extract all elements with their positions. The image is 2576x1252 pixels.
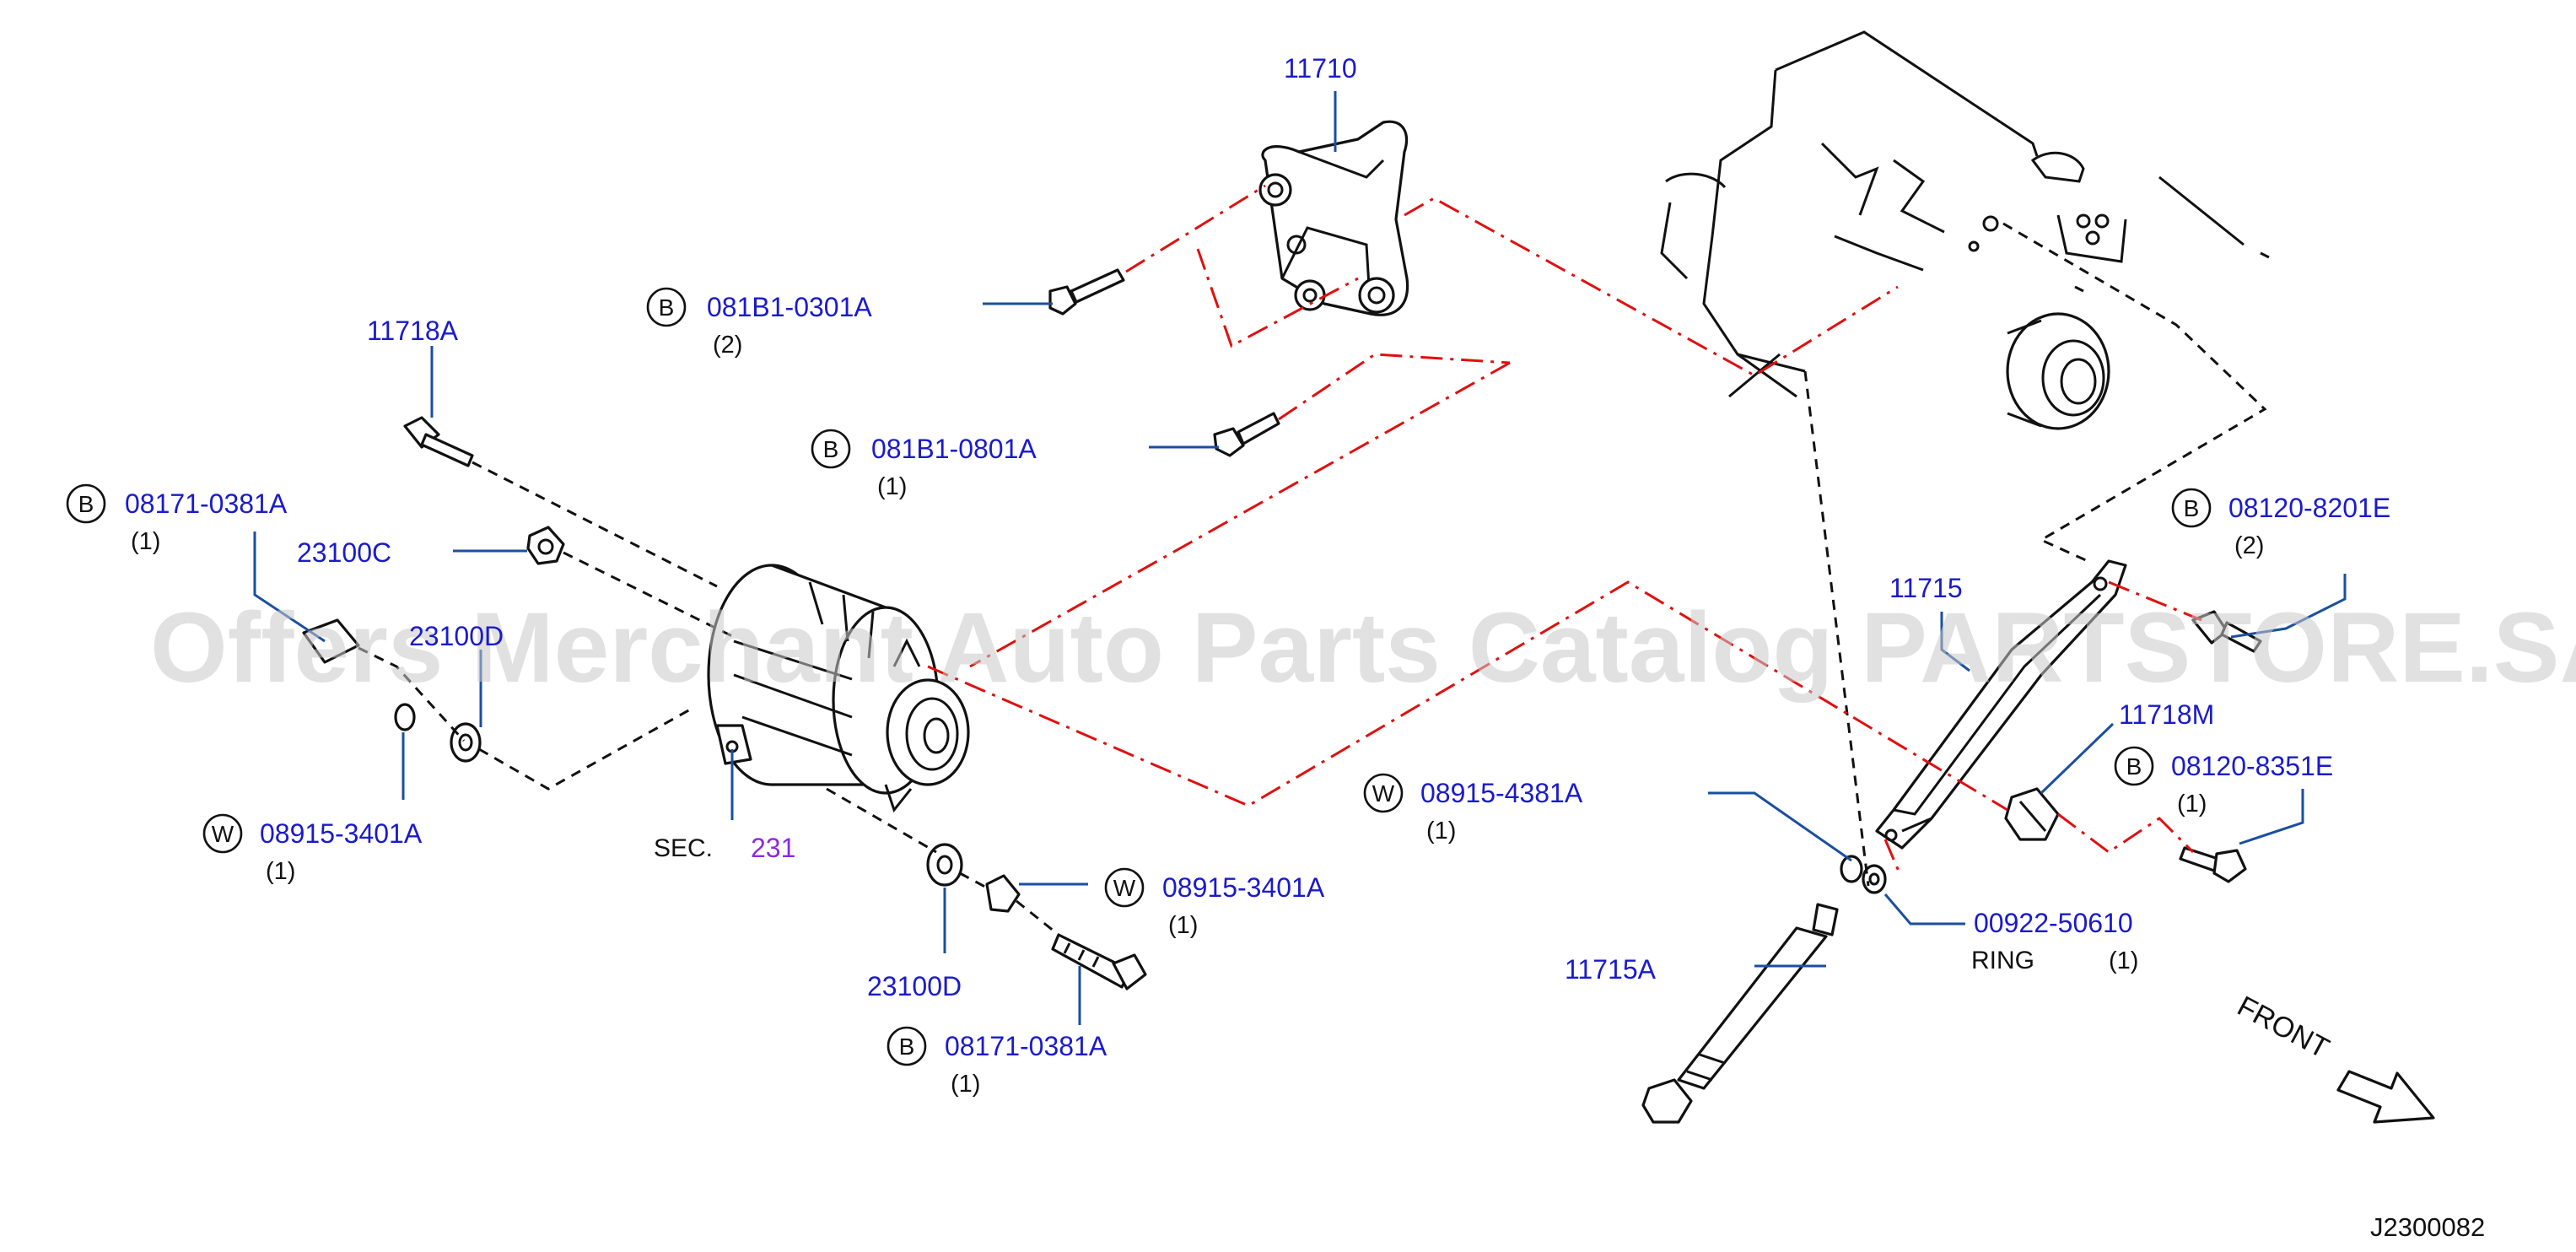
- badge-letter: W: [1113, 875, 1136, 901]
- section-ref-prefix: SEC.: [654, 834, 713, 862]
- callout-part-081b1-0301a[interactable]: 081B1-0301A: [707, 292, 872, 322]
- callout-part-23100d-upper[interactable]: 23100D: [409, 621, 504, 651]
- callout-qty: (1): [2177, 791, 2207, 818]
- bolt-081b1-0301a-drawing: [1048, 268, 1125, 316]
- callout-part-08120-8201e[interactable]: 08120-8201E: [2228, 493, 2390, 523]
- callout-part-11715[interactable]: 11715: [1889, 573, 1963, 603]
- callout-part-08120-8351e[interactable]: 08120-8351E: [2171, 751, 2333, 781]
- callout-qty: (1): [2109, 947, 2138, 974]
- callout-part-11715a[interactable]: 11715A: [1565, 954, 1657, 985]
- section-ref-link[interactable]: 231: [751, 833, 795, 863]
- nut-11718m-drawing: [2004, 787, 2060, 841]
- badge-letter: B: [823, 436, 839, 462]
- bolt-08120-8351e-drawing: [2179, 846, 2247, 883]
- adjusting-arm-11715-drawing: [1875, 559, 2127, 850]
- badge-letter: W: [1372, 780, 1395, 807]
- leader-lines: [253, 91, 2347, 1025]
- callout-part-08171-0381a-left[interactable]: 08171-0381A: [125, 488, 288, 519]
- bolt-081b1-0801a-drawing: [1213, 412, 1280, 457]
- badge-letter: B: [659, 294, 675, 321]
- callout-qty: (1): [1426, 818, 1456, 845]
- bolt-badge-icon: [887, 1026, 927, 1066]
- callout-part-11718m[interactable]: 11718M: [2119, 699, 2214, 730]
- adjusting-bolt-11715a-drawing: [1641, 903, 1839, 1124]
- badge-letter: B: [899, 1033, 915, 1060]
- callout-part-00922-50610[interactable]: 00922-50610: [1974, 908, 2133, 938]
- bolt-badge-icon: [2171, 488, 2212, 528]
- callout-qty: (1): [266, 858, 295, 885]
- nut-23100c-drawing: [526, 526, 565, 565]
- callout-part-081b1-0801a[interactable]: 081B1-0801A: [871, 434, 1037, 464]
- alternator-drawing: [707, 564, 970, 813]
- bolt-badge-icon: [66, 483, 106, 524]
- badge-letter: B: [2126, 753, 2142, 780]
- washer-badge-icon: [1104, 867, 1145, 908]
- bolt-badge-icon: [2114, 746, 2154, 786]
- engine-block-drawing: [1660, 30, 2270, 430]
- bolt-badge-icon: [646, 287, 687, 327]
- watermark-text: Offers Merchant Auto Parts Catalog PARTS…: [150, 592, 2576, 704]
- bolt-11718a-drawing: [403, 416, 474, 467]
- red-dashed-guide-lines: [927, 184, 2202, 874]
- callout-part-11718a[interactable]: 11718A: [367, 316, 459, 346]
- ring-label: RING: [1971, 947, 2034, 974]
- callout-qty: (1): [951, 1071, 980, 1098]
- callout-qty: (2): [2234, 532, 2264, 559]
- callout-part-11710[interactable]: 11710: [1284, 53, 1357, 84]
- black-dashed-guide-lines: [358, 222, 2267, 936]
- bracket-11710-drawing: [1258, 120, 1409, 316]
- callout-qty: (1): [877, 473, 907, 500]
- front-arrow-icon: [2336, 1070, 2435, 1124]
- badge-letter: B: [2184, 495, 2200, 521]
- badge-letter: W: [212, 821, 234, 847]
- washer-badge-icon: [1363, 773, 1404, 813]
- callout-part-08171-0381a-bottom[interactable]: 08171-0381A: [945, 1031, 1107, 1061]
- callout-part-08915-3401a-left[interactable]: 08915-3401A: [260, 818, 423, 849]
- callout-qty: (1): [131, 528, 160, 555]
- diagram-code: J2300082: [2370, 1212, 2485, 1242]
- badge-letter: B: [78, 491, 94, 517]
- lower-hardware-drawing: [926, 843, 1147, 990]
- callout-qty: (2): [713, 332, 742, 359]
- callout-part-23100d-lower[interactable]: 23100D: [867, 971, 962, 1001]
- washer-badge-icon: [202, 813, 243, 854]
- callout-part-08915-3401a-right[interactable]: 08915-3401A: [1162, 872, 1325, 903]
- callout-part-23100c[interactable]: 23100C: [297, 537, 391, 568]
- ring-washers-drawing: [1840, 855, 1887, 894]
- callout-qty: (1): [1168, 912, 1198, 939]
- bolt-badge-icon: [811, 429, 851, 469]
- front-direction-label: FRONT: [2232, 990, 2334, 1066]
- callout-part-08915-4381a[interactable]: 08915-4381A: [1420, 778, 1583, 808]
